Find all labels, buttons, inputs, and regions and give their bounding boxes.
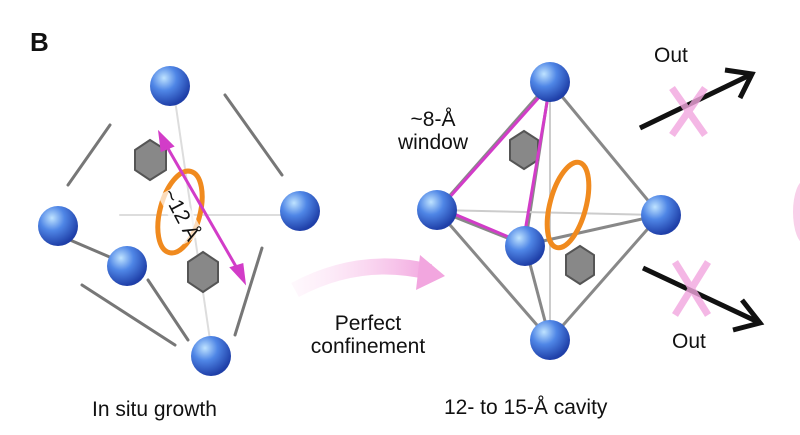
right-aromatic-ring-top: [509, 129, 539, 171]
left-aromatic-ring-top: [134, 138, 167, 182]
left-distance-arrow: [157, 129, 247, 286]
panel-label: B: [30, 27, 49, 57]
transition-arrow: [291, 258, 432, 298]
transition-line2: confinement: [310, 335, 426, 359]
left-aromatic-ring-bottom: [187, 250, 219, 294]
transition-line1: Perfect: [334, 312, 402, 335]
blocked-x-icon-top: [669, 85, 708, 138]
left-cage-rods: [66, 93, 291, 347]
right-aromatic-ring-bottom: [565, 244, 595, 286]
right-ring-orange: [544, 159, 592, 251]
window-triangle: [437, 80, 553, 246]
edge-pink-shape: [793, 182, 800, 242]
window-label: ~8-Å window: [388, 108, 478, 154]
right-caption: 12- to 15-Å cavity: [444, 396, 608, 419]
left-ring-orange: [155, 168, 205, 256]
out-label-bottom: Out: [672, 330, 706, 353]
right-cage-metal-nodes: [417, 62, 681, 360]
left-cage-metal-nodes: [38, 66, 320, 376]
transition-label: Perfect confinement: [298, 312, 438, 358]
window-line1: ~8-Å: [410, 108, 456, 131]
out-arrow-top: [638, 67, 756, 138]
out-arrow-bottom: [641, 260, 765, 333]
out-label-top: Out: [654, 44, 688, 67]
window-line2: window: [397, 131, 469, 155]
left-caption: In situ growth: [92, 398, 217, 421]
blocked-x-icon-bottom: [672, 260, 711, 317]
